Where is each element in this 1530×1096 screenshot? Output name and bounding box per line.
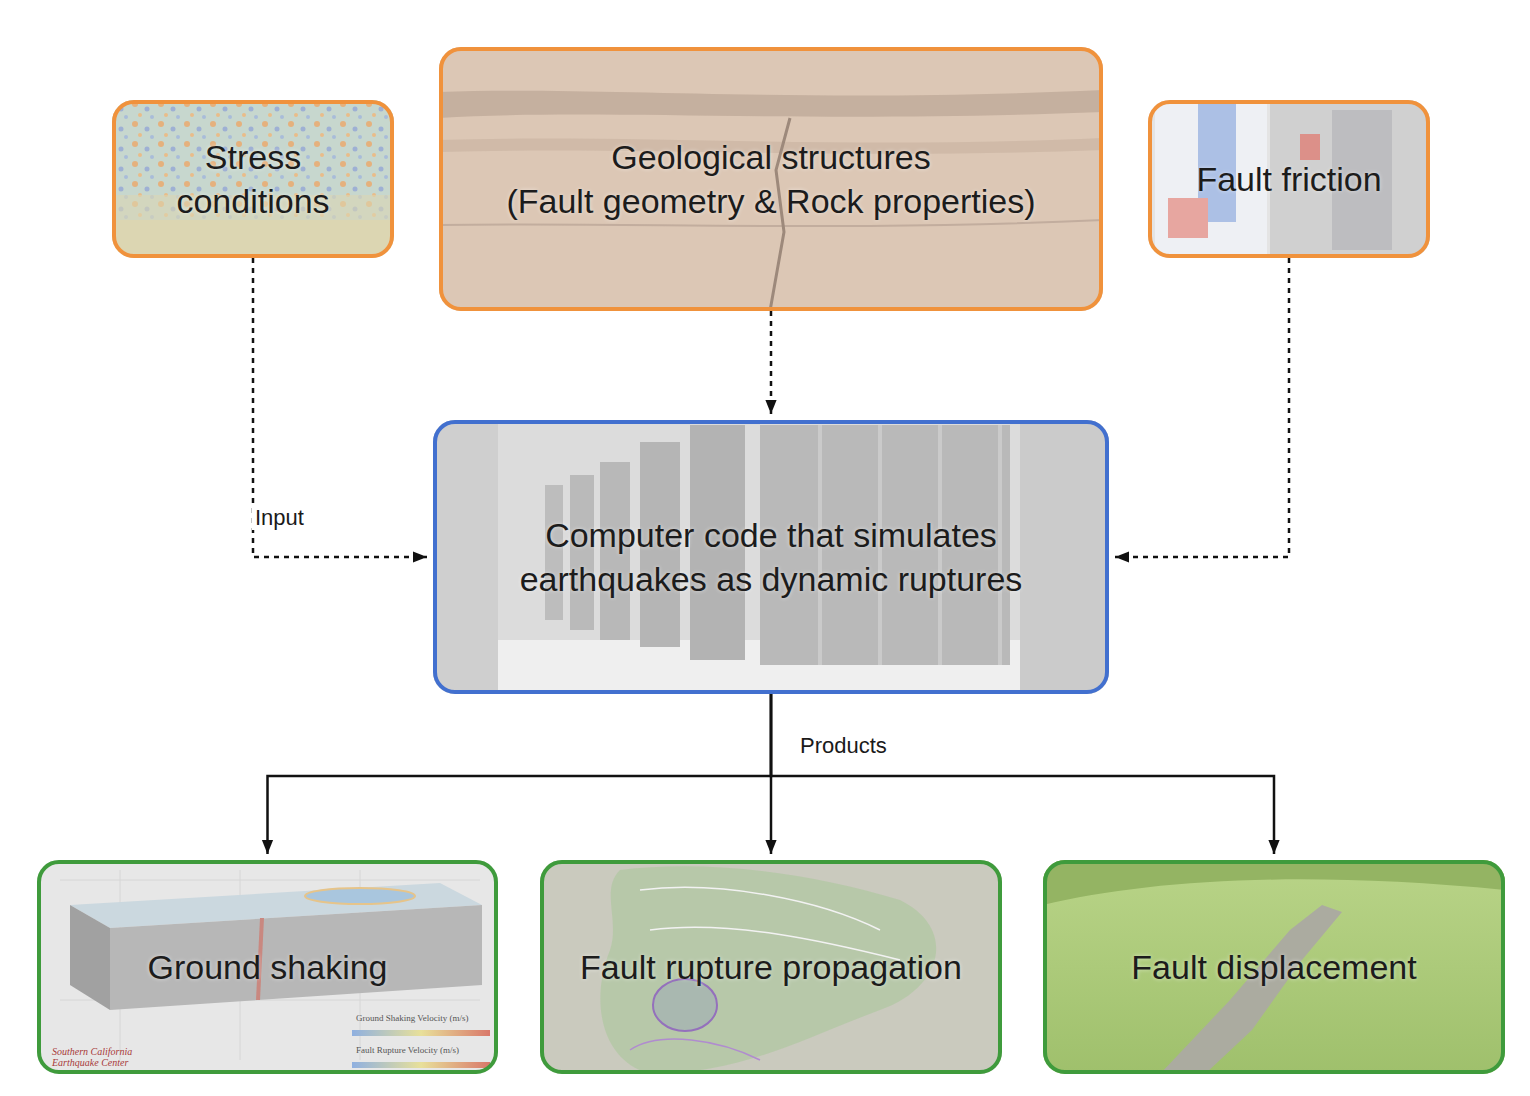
node-text: Stress conditions (143, 135, 363, 223)
rupture-map-image (540, 860, 1002, 1074)
friction-lab-image (1148, 100, 1430, 258)
server-room-image (433, 420, 1109, 694)
product-box: Fault rupture propagation (540, 860, 1002, 1074)
edge-label: Input (252, 505, 307, 530)
product-arrow (771, 694, 1274, 854)
input-box: Fault friction (1148, 100, 1430, 258)
input-box: Stress conditions (112, 100, 394, 258)
input-box: Geological structures(Fault geometry & R… (439, 47, 1103, 311)
ground-shaking-image (37, 860, 498, 1074)
edge-label: Products (797, 733, 890, 758)
node-text: (Fault geometry & Rock properties) (506, 179, 1035, 223)
product-box: Ground shaking (37, 860, 498, 1074)
fault-scarp-image (1043, 860, 1505, 1074)
colorbar-title: Fault Rupture Velocity (m/s) (356, 1046, 459, 1056)
stress-image (112, 100, 394, 258)
node-text: Fault rupture propagation (580, 945, 962, 989)
node-text: Geological structures (611, 135, 930, 179)
product-box: Fault displacement (1043, 860, 1505, 1074)
product-arrow (268, 694, 772, 854)
node-text: Computer code that simulates earthquakes… (481, 513, 1061, 601)
input-arrow (1115, 258, 1289, 557)
simulation-box: Computer code that simulates earthquakes… (433, 420, 1109, 694)
colorbar-title: Ground Shaking Velocity (m/s) (356, 1014, 469, 1024)
node-text: Fault friction (1196, 157, 1381, 201)
node-text: Fault displacement (1131, 945, 1416, 989)
input-arrow (770, 311, 773, 414)
node-text: Ground shaking (147, 945, 387, 989)
input-arrow (253, 258, 427, 557)
rock-image (439, 47, 1103, 311)
logo-text: Southern California Earthquake Center (52, 1046, 162, 1068)
